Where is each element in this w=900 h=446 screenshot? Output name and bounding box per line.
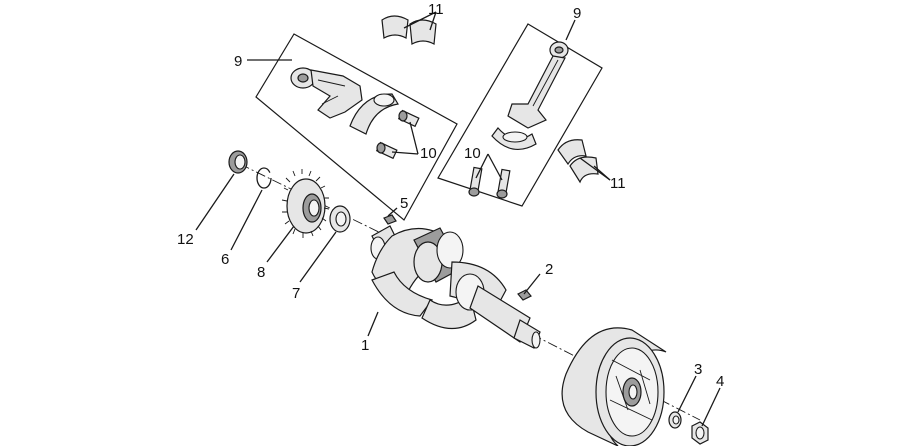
- callout-12: 12: [177, 231, 194, 248]
- conrod-bolts-right: [468, 166, 511, 199]
- circlip: [256, 167, 272, 189]
- callout-labels: 11 9 9 10 10 11 5 2 12 6 8 7 1 3 4: [177, 1, 724, 390]
- callout-5: 5: [400, 195, 408, 212]
- flywheel-rotor: [561, 327, 667, 446]
- flywheel-washer: [668, 411, 682, 429]
- leader-lines: [195, 11, 721, 427]
- callout-10-left: 10: [420, 145, 437, 162]
- callout-7: 7: [292, 285, 300, 302]
- callout-10-right: 10: [464, 145, 481, 162]
- callout-11-right: 11: [610, 175, 626, 192]
- callout-6: 6: [221, 251, 229, 268]
- callout-4: 4: [716, 373, 724, 390]
- kit-box-left: [255, 33, 458, 221]
- callout-9-right: 9: [573, 5, 581, 22]
- conrod-bolts-left: [375, 109, 420, 160]
- timing-gear: [281, 169, 330, 238]
- crankshaft: [370, 225, 541, 349]
- callout-1: 1: [361, 337, 369, 354]
- conrod-kit-right: [437, 23, 603, 207]
- thrust-washer: [329, 205, 351, 233]
- flywheel-nut: [691, 421, 709, 445]
- conrod-right: [507, 41, 569, 129]
- callout-9-left: 9: [234, 53, 242, 70]
- bearing-shells-right: [557, 139, 599, 184]
- callout-11-top: 11: [428, 1, 444, 18]
- conrod-left: [290, 67, 363, 119]
- oil-seal: [228, 150, 248, 174]
- woodruff-key-front: [383, 214, 397, 225]
- bearing-shells-top: [381, 15, 437, 45]
- callout-2: 2: [545, 261, 553, 278]
- kit-box-right: [437, 23, 603, 207]
- woodruff-key-rear: [517, 289, 532, 301]
- conrod-kit-left: [255, 33, 458, 221]
- callout-3: 3: [694, 361, 702, 378]
- callout-8: 8: [257, 264, 265, 281]
